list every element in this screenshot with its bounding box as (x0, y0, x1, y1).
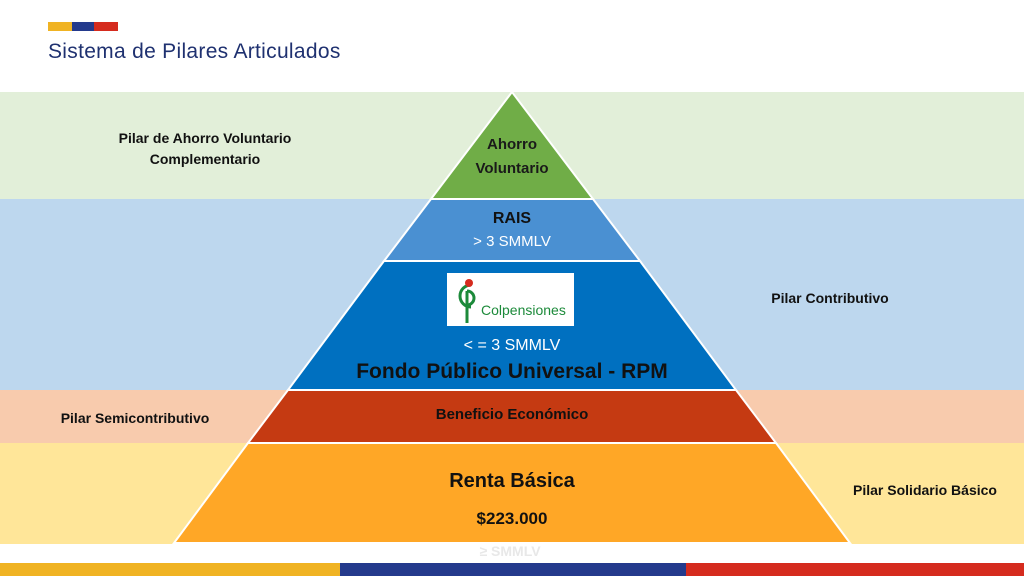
base-value: $223.000 (476, 509, 548, 528)
footer-stripe-blue (340, 563, 686, 576)
pyramid-base-segment (172, 442, 852, 544)
rpm-subtitle: < = 3 SMMLV (463, 337, 561, 354)
pyramid-rais-segment (381, 198, 643, 262)
rais-title: RAIS (492, 210, 532, 227)
footer-stripe-yellow (0, 563, 340, 576)
label-pilar-solidario: Pilar Solidario Básico (853, 482, 997, 498)
slide-title: Sistema de Pilares Articulados (48, 40, 341, 63)
rais-subtitle: > 3 SMMLV (473, 233, 551, 250)
footer-stripe-red (686, 563, 1024, 576)
label-pilar-semicontributivo: Pilar Semicontributivo (60, 410, 210, 426)
pyramid-top-line1: Ahorro (487, 136, 537, 153)
faded-note: ≥ SMMLV (479, 543, 541, 559)
colpensiones-emblem-icon (458, 279, 476, 323)
colpensiones-wordmark: Colpensiones (481, 302, 566, 318)
rpm-title: Fondo Público Universal - RPM (356, 360, 668, 383)
beps-label: Beneficio Económico (435, 406, 589, 423)
base-title: Renta Básica (449, 470, 575, 492)
pyramid-top-line2: Voluntario (475, 160, 549, 177)
label-pilar-voluntario: Pilar de Ahorro Voluntario Complementari… (118, 130, 292, 167)
colpensiones-logo: Colpensiones (447, 273, 574, 326)
flag-stripe-blue (72, 22, 94, 31)
flag-stripe-red (94, 22, 118, 31)
flag-stripe-yellow (48, 22, 72, 31)
label-pilar-contributivo: Pilar Contributivo (771, 290, 889, 306)
